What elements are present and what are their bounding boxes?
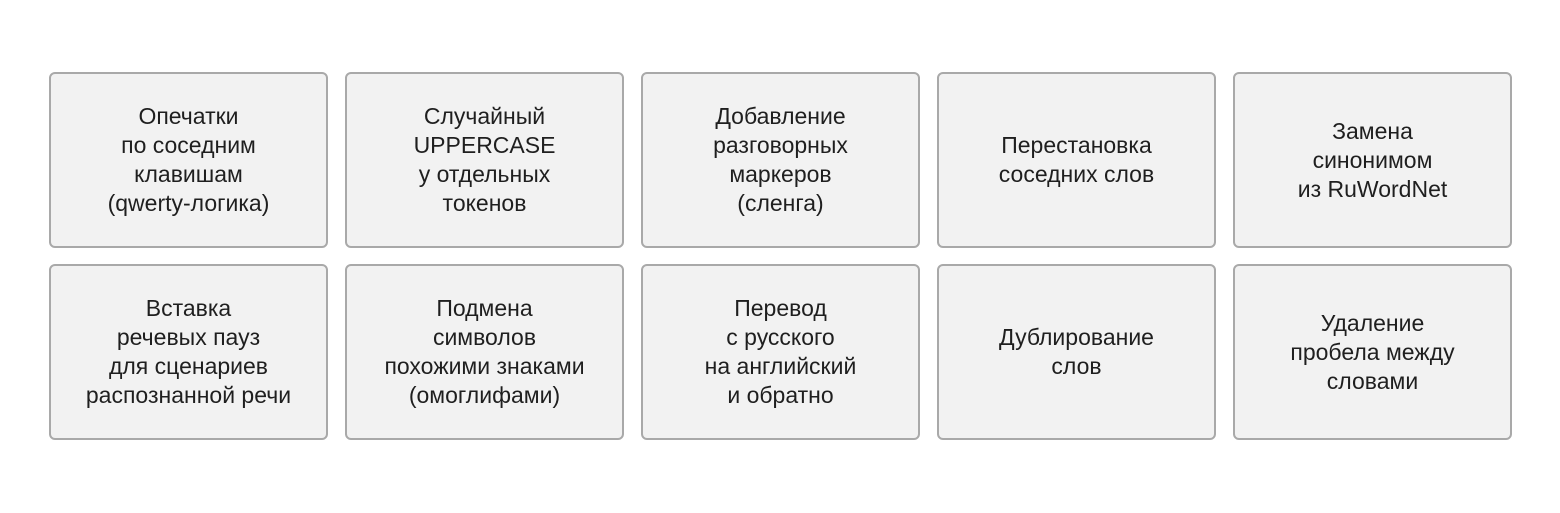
card-label-line: (омоглифами) (408, 382, 561, 408)
card-label-line: разговорных (713, 132, 848, 158)
augmentation-card: Дублирование слов (937, 264, 1216, 440)
card-label-line: на английский (704, 353, 857, 379)
card-label-line: Подмена (436, 295, 533, 321)
card-label-line: Опечатки (138, 103, 239, 129)
card-label-line: Дублирование (999, 324, 1154, 350)
card-label-line: речевых пауз (116, 324, 261, 350)
augmentation-card: Перевод с русского на английский и обратно (641, 264, 920, 440)
card-label-line: синонимом (1312, 146, 1433, 173)
card-label: Опечатки по соседним клавишам (qwerty-логик… (108, 102, 270, 218)
card-label-line: и обратно (727, 382, 834, 408)
card-label-line: (сленга) (737, 190, 824, 216)
card-label-line: соседних слов (998, 161, 1155, 187)
card-label-line: Перестановка (1001, 132, 1152, 158)
card-label-line: Случайный (423, 103, 546, 129)
card-label-line: похожими знаками (384, 353, 585, 379)
card-label-line: UPPERCASE (413, 132, 556, 158)
card-label-line: токенов (442, 190, 527, 216)
card-label-line: Перевод (734, 295, 827, 321)
card-label-line: для сценариев (108, 353, 269, 379)
card-label-line: Добавление (715, 103, 846, 129)
card-label-line: маркеров (729, 161, 832, 187)
card-label-line: Замена (1332, 117, 1413, 144)
card-label-line: с русского (726, 324, 835, 350)
augmentation-card: Перестановка соседних слов (937, 72, 1216, 248)
augmentation-card: Опечатки по соседним клавишам (qwerty-логик… (49, 72, 328, 248)
augmentation-card: Вставка речевых пауз для сценариев распозна… (49, 264, 328, 440)
card-label-line: слов (1051, 353, 1102, 379)
card-label-line: пробела между (1290, 338, 1455, 365)
card-label-line: по соседним (121, 132, 256, 158)
card-label-line: (qwerty-логика) (107, 190, 270, 216)
card-label-line: словами (1326, 367, 1419, 394)
card-label: Добавление разговорных маркеров (сленга) (713, 102, 848, 218)
card-label-line: из RuWordNet (1297, 175, 1448, 202)
augmentation-cards-grid: Опечатки по соседним клавишам (qwerty-логик… (49, 72, 1512, 440)
card-label-line: клавишам (134, 161, 243, 187)
card-label-line: у отдельных (418, 161, 551, 187)
card-label: Дублирование слов (999, 323, 1154, 381)
card-label: Перевод с русского на английский и обратно (705, 294, 857, 410)
card-label-line: символов (432, 324, 537, 350)
card-label-line: Удаление (1320, 309, 1425, 336)
augmentation-card: Добавление разговорных маркеров (сленга) (641, 72, 920, 248)
card-label-line: распознанной речи (85, 382, 292, 408)
augmentation-card: Подмена символов похожими знаками (омоглифа… (345, 264, 624, 440)
card-label-line: Вставка (145, 295, 232, 321)
card-label: Подмена символов похожими знаками (омоглифа… (384, 294, 584, 410)
card-label: Вставка речевых пауз для сценариев распозна… (86, 294, 291, 410)
card-label: Перестановка соседних слов (999, 131, 1154, 189)
